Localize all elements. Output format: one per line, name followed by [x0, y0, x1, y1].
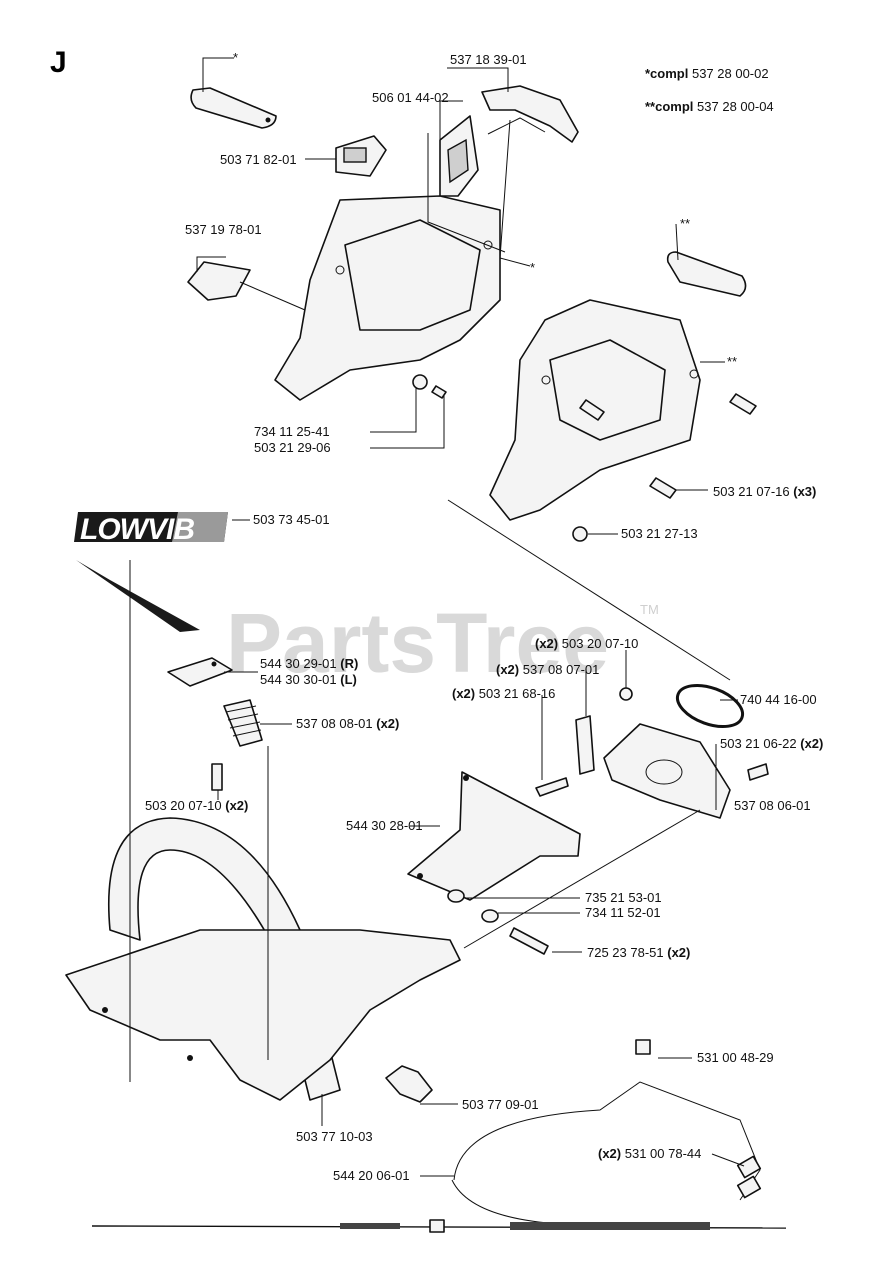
throttle-trigger-part	[481, 85, 579, 143]
spring-part	[223, 699, 263, 747]
plate-part	[167, 657, 233, 687]
callout-c18: 544 30 29-01 (R)	[260, 656, 358, 671]
callout-c29: 503 77 09-01	[462, 1097, 539, 1112]
front-handle	[65, 817, 461, 1101]
callout-c4: 503 71 82-01	[220, 152, 297, 167]
o-ring	[675, 683, 745, 729]
callout-c14: (x2) 503 20 07-10	[535, 636, 638, 651]
screw-cover-1	[579, 399, 605, 421]
callout-c17: 740 44 16-00	[740, 692, 817, 707]
callout-c11: 503 21 07-16 (x3)	[713, 484, 816, 499]
screw-734-11-25-41	[412, 374, 428, 390]
screw-503-21-06-22	[747, 763, 769, 781]
callout-c2: 537 18 39-01	[450, 52, 527, 67]
callout-c32: 544 20 06-01	[333, 1168, 410, 1183]
callout-c13: 503 73 45-01	[253, 512, 330, 527]
section-letter: J	[50, 46, 67, 79]
leader-lines	[129, 57, 745, 1177]
watermark: PartsTree TM	[226, 596, 659, 690]
callout-c16: (x2) 503 21 68-16	[452, 686, 555, 701]
callout-c19: 544 30 30-01 (L)	[260, 672, 357, 687]
throttle-cable	[91, 1219, 787, 1233]
rear-handle-housing	[274, 195, 501, 401]
callout-c3: 506 01 44-02	[372, 90, 449, 105]
callout-c23: 503 20 07-10 (x2)	[145, 798, 248, 813]
washer-735-21-53-01	[447, 889, 465, 903]
screw-503-21-68-16	[535, 777, 569, 797]
screw-503-21-27-13	[572, 526, 588, 542]
kit-note-1: *compl 537 28 00-02	[645, 66, 769, 81]
screw-503-20-07-10-left	[211, 763, 223, 791]
bracket-544-30-28-01	[407, 771, 581, 901]
callout-c25: 735 21 53-01	[585, 890, 662, 905]
clamp-part	[385, 1065, 433, 1103]
callout-labels: * 537 18 39-01 506 01 44-02 503 71 82-01…	[145, 50, 823, 1183]
cable-part	[451, 1039, 762, 1225]
callout-c20: 537 08 08-01 (x2)	[296, 716, 399, 731]
watermark-tm: TM	[640, 602, 659, 617]
callout-c31: (x2) 531 00 78-44	[598, 1146, 701, 1161]
callout-c26: 734 11 52-01	[585, 905, 661, 920]
screw-503-21-29-06	[431, 385, 447, 399]
decal-part	[76, 560, 200, 632]
callout-c9: 734 11 25-41	[254, 424, 330, 439]
kit-note-2: **compl 537 28 00-04	[645, 99, 774, 114]
callout-c15: (x2) 537 08 07-01	[496, 662, 599, 677]
lowvib-logo: LOWVIB	[74, 512, 228, 546]
callout-c6: *	[530, 260, 535, 275]
av-housing	[603, 723, 731, 819]
stop-switch-part	[335, 135, 387, 177]
callout-c30: 503 77 10-03	[296, 1129, 373, 1144]
screw-cover-2	[729, 393, 757, 415]
callout-c12: 503 21 27-13	[621, 526, 698, 541]
watermark-text: PartsTree	[226, 596, 609, 690]
lockout-part	[439, 115, 479, 197]
callout-c8: **	[727, 354, 737, 369]
callout-c1: *	[233, 50, 238, 65]
callout-c24: 544 30 28-01	[346, 818, 423, 833]
callout-c28: 531 00 48-29	[697, 1050, 774, 1065]
callout-c22: 537 08 06-01	[734, 798, 811, 813]
washer-734-11-52-01	[481, 909, 499, 923]
callout-c5: 537 19 78-01	[185, 222, 262, 237]
callout-c7: **	[680, 216, 690, 231]
screw-503-21-07-16	[649, 477, 677, 499]
callout-c10: 503 21 29-06	[254, 440, 331, 455]
handle-insert-part	[190, 87, 277, 129]
screw-503-20-07-10-right	[619, 687, 633, 701]
lowvib-logo-text: LOWVIB	[80, 513, 194, 546]
callout-c27: 725 23 78-51 (x2)	[587, 945, 690, 960]
spring-537-08-07-01	[575, 715, 595, 775]
callout-c21: 503 21 06-22 (x2)	[720, 736, 823, 751]
bolt-725-23-78-51	[509, 927, 549, 955]
grip-insert-part	[666, 251, 747, 297]
